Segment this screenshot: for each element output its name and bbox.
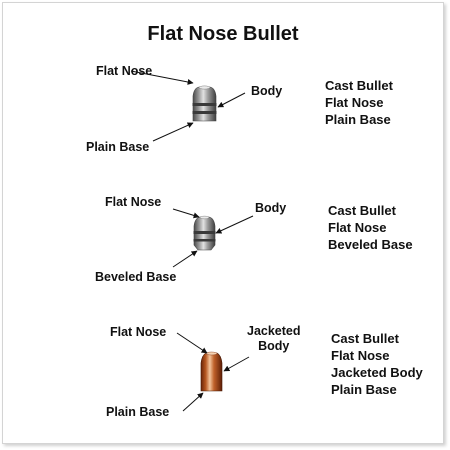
description-line: Cast Bullet	[331, 331, 399, 346]
label-flat-nose-1: Flat Nose	[96, 64, 153, 78]
bullet-diagram-graphics	[130, 70, 254, 412]
jacketed-bullet-icon	[200, 351, 223, 392]
description-line: Cast Bullet	[325, 78, 393, 93]
label-body-1: Body	[251, 84, 283, 98]
description-line: Flat Nose	[331, 348, 390, 363]
cast-bullet-beveled-base-icon	[193, 215, 216, 251]
description-line: Flat Nose	[328, 220, 387, 235]
description-line: Flat Nose	[325, 95, 384, 110]
label-plain-base-1: Plain Base	[86, 140, 150, 154]
label-body-2: Body	[255, 201, 287, 215]
description-bullet-3: Cast Bullet Flat Nose Jacketed Body Plai…	[331, 330, 423, 398]
description-line: Plain Base	[331, 382, 397, 397]
page-title: Flat Nose Bullet	[147, 23, 299, 45]
label-flat-nose-3: Flat Nose	[110, 325, 167, 339]
description-line: Cast Bullet	[328, 203, 396, 218]
arrows-bullet-1	[130, 70, 246, 142]
label-flat-nose-2: Flat Nose	[105, 195, 162, 209]
arrows-bullet-2	[172, 208, 254, 268]
description-line: Plain Base	[325, 112, 391, 127]
cast-bullet-plain-base-icon	[192, 85, 217, 122]
label-jacketed-line: Jacketed	[247, 324, 301, 338]
arrows-bullet-3	[176, 332, 250, 412]
label-body-line: Body	[258, 339, 290, 353]
label-plain-base-3: Plain Base	[106, 405, 170, 419]
description-bullet-1: Cast Bullet Flat Nose Plain Base	[325, 77, 393, 128]
description-bullet-2: Cast Bullet Flat Nose Beveled Base	[328, 202, 413, 253]
description-line: Beveled Base	[328, 237, 413, 252]
description-line: Jacketed Body	[331, 365, 423, 380]
label-beveled-base-2: Beveled Base	[95, 270, 177, 284]
diagram-frame: Flat Nose Bullet	[2, 2, 444, 444]
label-jacketed-body-3: Jacketed Body	[247, 324, 301, 354]
